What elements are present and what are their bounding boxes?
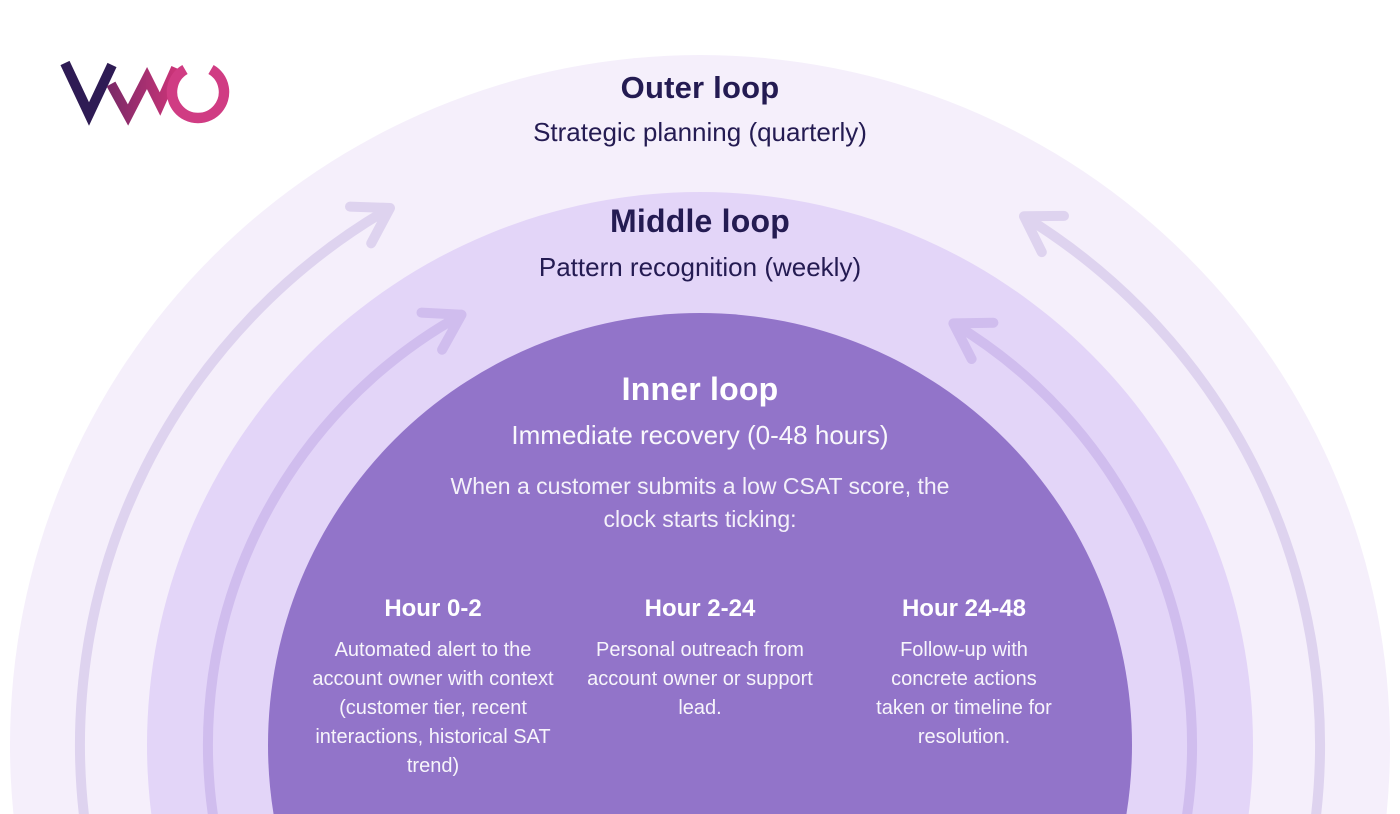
logo-letter-v xyxy=(60,60,117,126)
inner-loop-title: Inner loop xyxy=(621,371,779,407)
vwo-logo xyxy=(60,60,230,126)
phase-hour-24-48: Hour 24-48 Follow-up with concrete actio… xyxy=(868,595,1060,752)
logo-letter-w xyxy=(106,65,181,126)
phase-hour-2-24: Hour 2-24 Personal outreach from account… xyxy=(572,595,828,723)
phase-hour-0-2-body: Automated alert to the account owner wit… xyxy=(312,639,554,777)
phase-hour-0-2: Hour 0-2 Automated alert to the account … xyxy=(310,595,556,781)
phase-hour-24-48-body: Follow-up with concrete actions taken or… xyxy=(876,639,1052,748)
logo-letter-o xyxy=(166,64,230,124)
middle-loop-subtitle: Pattern recognition (weekly) xyxy=(538,252,862,282)
inner-loop-subtitle: Immediate recovery (0-48 hours) xyxy=(511,420,889,450)
inner-loop-intro: When a customer submits a low CSAT score… xyxy=(450,473,950,532)
outer-loop-subtitle: Strategic planning (quarterly) xyxy=(533,117,867,147)
phase-hour-2-24-body: Personal outreach from account owner or … xyxy=(587,639,813,719)
middle-loop-title: Middle loop xyxy=(610,203,790,239)
phase-hour-0-2-title: Hour 0-2 xyxy=(384,595,482,622)
outer-loop-title: Outer loop xyxy=(620,70,780,105)
phase-hour-2-24-title: Hour 2-24 xyxy=(644,595,756,622)
phase-hour-24-48-title: Hour 24-48 xyxy=(901,595,1027,622)
